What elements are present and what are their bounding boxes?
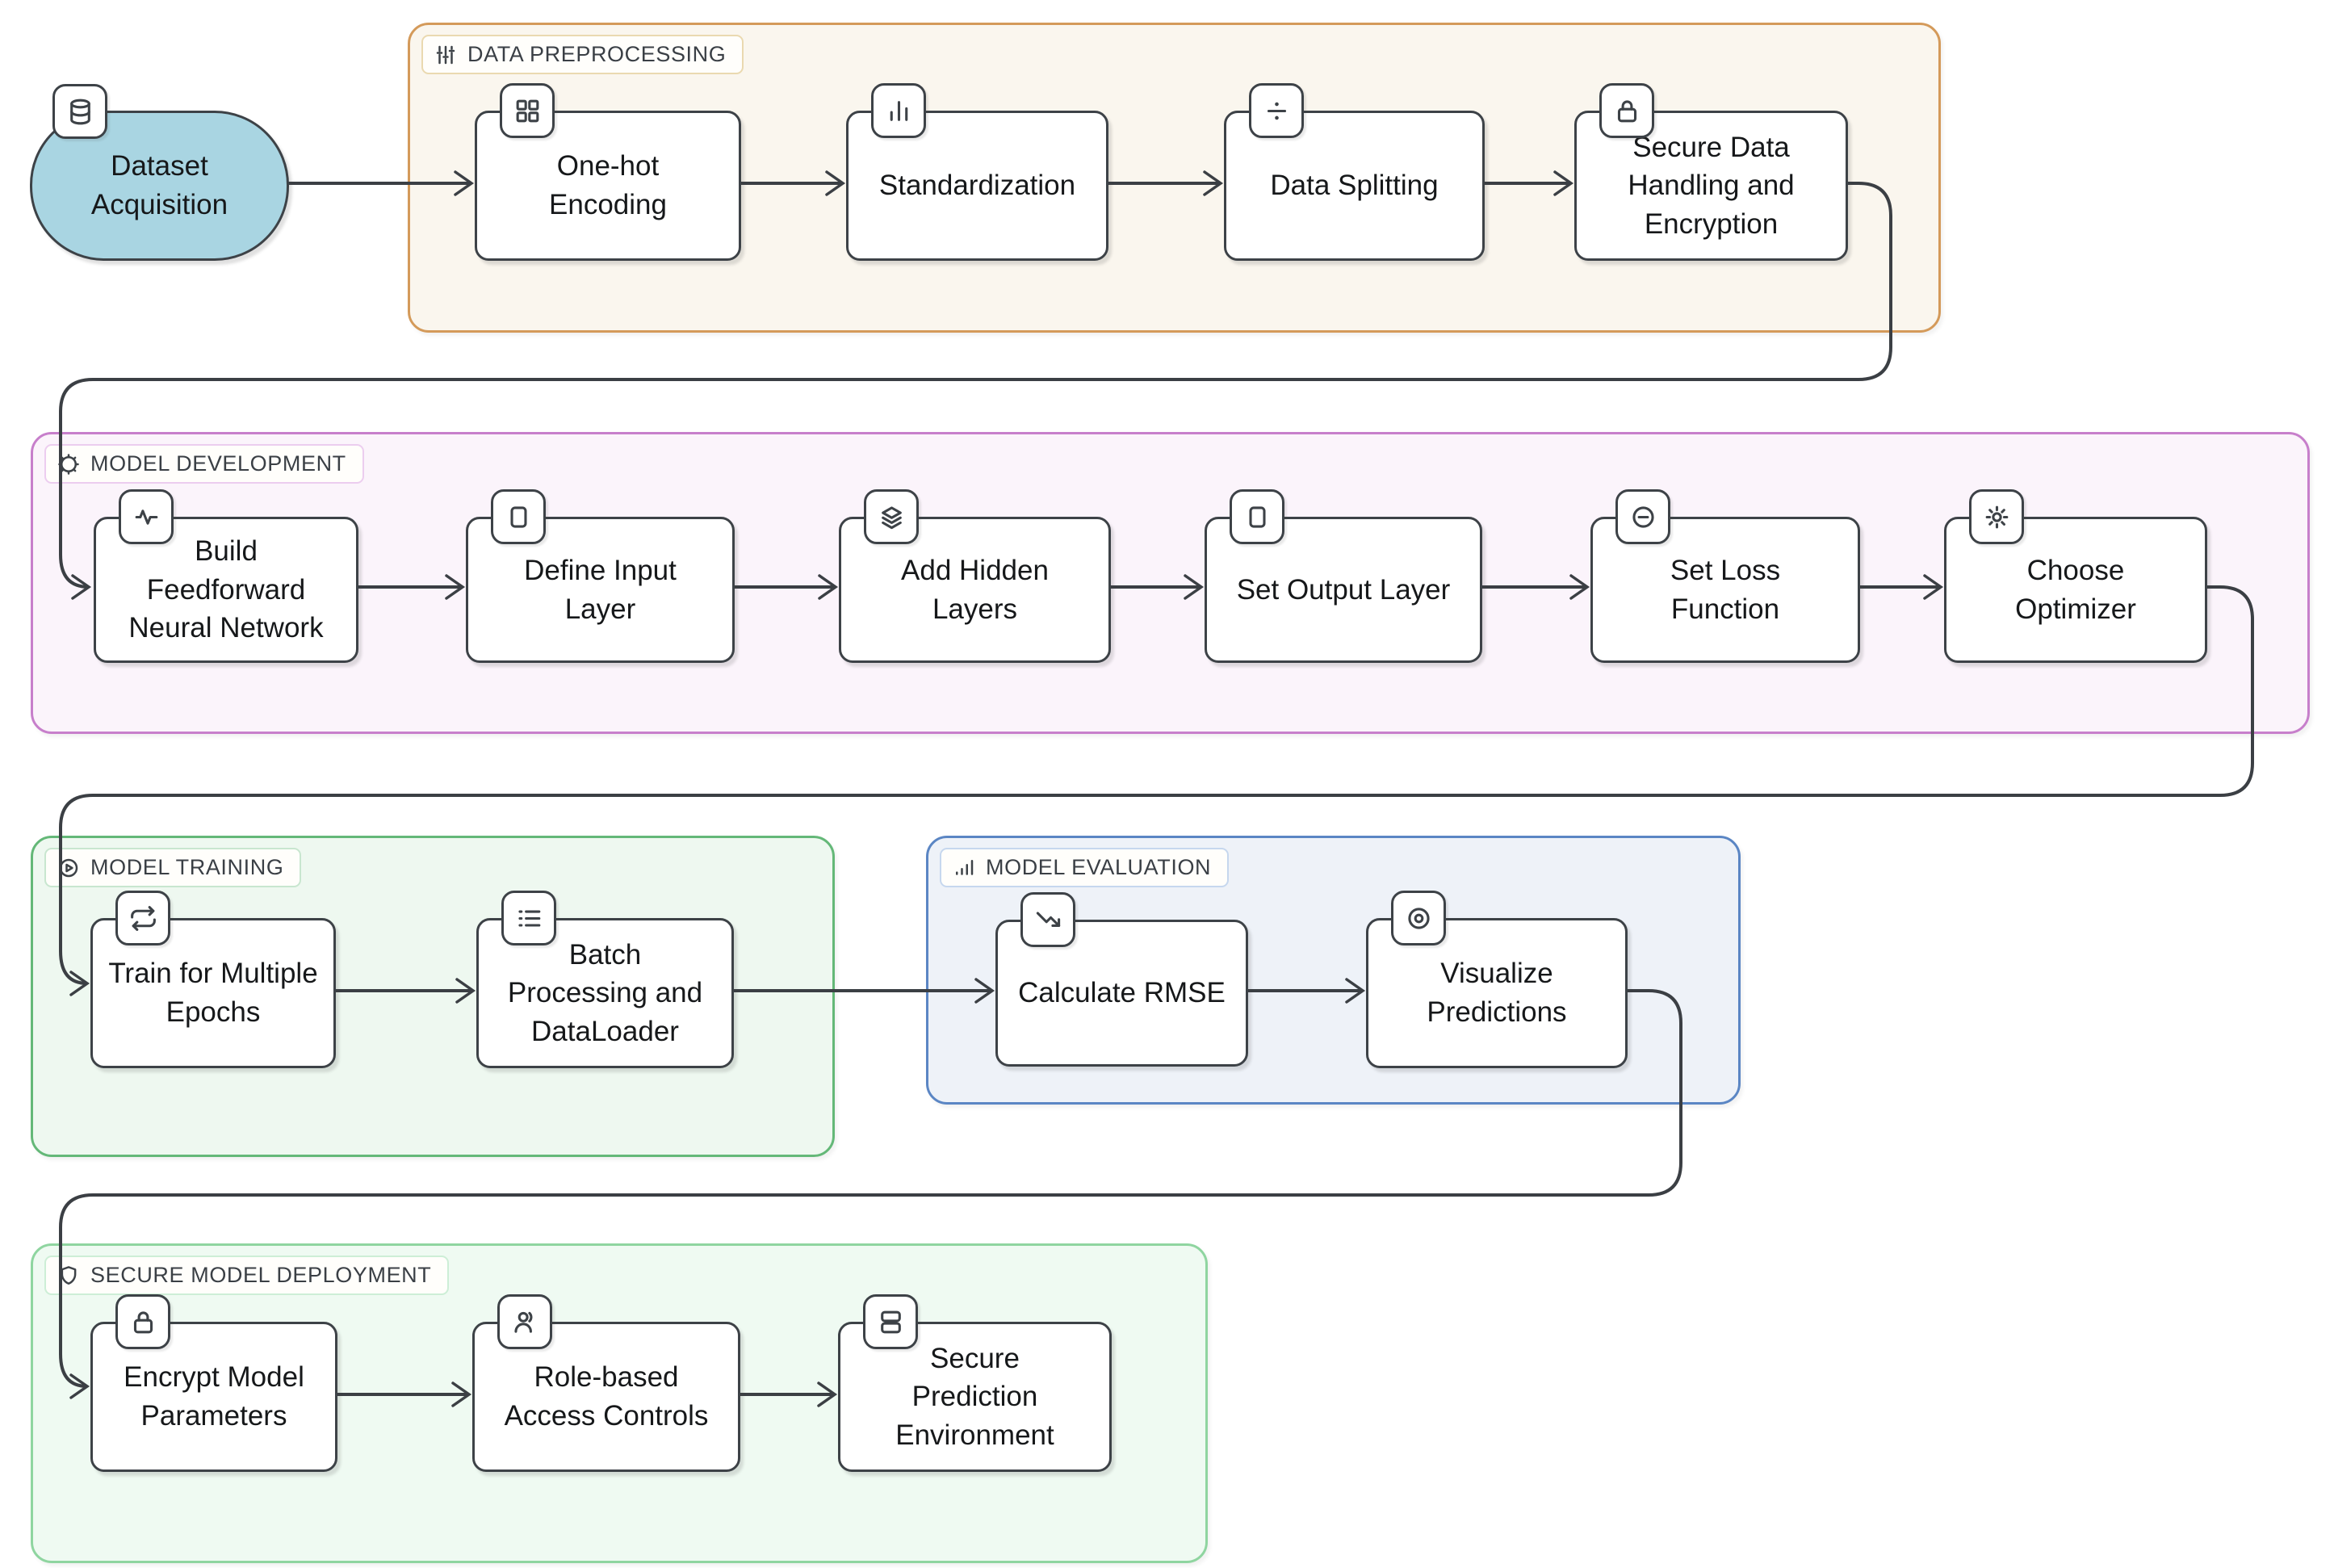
group-model-development: MODEL DEVELOPMENT bbox=[31, 432, 2310, 734]
node-set-output-layer: Set Output Layer bbox=[1205, 489, 1482, 663]
repeat-icon bbox=[115, 891, 170, 945]
node-label: Choose Optimizer bbox=[2015, 554, 2136, 625]
node-label: Train for Multiple Epochs bbox=[108, 958, 318, 1028]
node-add-hidden-layers: Add Hidden Layers bbox=[839, 489, 1111, 663]
node-visualize-predictions: Visualize Predictions bbox=[1366, 891, 1628, 1068]
sliders-icon bbox=[436, 45, 455, 64]
activity-icon bbox=[119, 489, 174, 544]
lock-icon bbox=[115, 1294, 170, 1349]
node-label: Set Output Layer bbox=[1236, 573, 1451, 606]
group-label: MODEL EVALUATION bbox=[986, 855, 1212, 879]
node-label: Secure Prediction Environment bbox=[895, 1342, 1054, 1451]
node-label: Dataset Acquisition bbox=[90, 150, 228, 220]
node-label: Add Hidden Layers bbox=[901, 554, 1049, 625]
node-label: Secure Data Handling and Encryption bbox=[1628, 131, 1795, 240]
edge bbox=[59, 182, 1892, 600]
edge bbox=[59, 989, 1682, 1399]
layers-icon bbox=[864, 489, 919, 544]
node-label: Visualize Predictions bbox=[1427, 958, 1567, 1028]
grid-icon bbox=[500, 83, 555, 138]
lock-icon bbox=[1599, 83, 1654, 138]
node-data-splitting: Data Splitting bbox=[1224, 83, 1485, 261]
square-icon bbox=[491, 489, 546, 544]
node-label: Define Input Layer bbox=[524, 554, 677, 625]
node-build-feedforward-nn: Build Feedforward Neural Network bbox=[94, 489, 358, 663]
node-calculate-rmse: Calculate RMSE bbox=[995, 892, 1248, 1067]
node-standardization: Standardization bbox=[846, 83, 1108, 261]
list-icon bbox=[501, 891, 556, 945]
group-label-chip: SECURE MODEL DEPLOYMENT bbox=[44, 1256, 450, 1295]
node-secure-data-handling: Secure Data Handling and Encryption bbox=[1574, 83, 1848, 261]
users-icon bbox=[497, 1294, 552, 1349]
start-node: Dataset Acquisition bbox=[30, 84, 289, 261]
node-define-input-layer: Define Input Layer bbox=[466, 489, 735, 663]
bar-chart-icon bbox=[956, 859, 974, 875]
database-icon bbox=[52, 84, 107, 139]
shield-icon bbox=[61, 1265, 77, 1285]
group-label-chip: MODEL DEVELOPMENT bbox=[44, 444, 364, 484]
group-label: DATA PREPROCESSING bbox=[467, 42, 727, 66]
node-train-for-multiple-epochs: Train for Multiple Epochs bbox=[90, 891, 336, 1068]
node-one-hot-encoding: One-hot Encoding bbox=[475, 83, 741, 261]
minus-circle-icon bbox=[1615, 489, 1670, 544]
group-label: SECURE MODEL DEPLOYMENT bbox=[90, 1263, 432, 1287]
node-label: Encrypt Model Parameters bbox=[124, 1361, 304, 1432]
trend-down-icon bbox=[1020, 892, 1075, 947]
node-role-based-access-controls: Role-based Access Controls bbox=[472, 1294, 740, 1472]
edge bbox=[59, 585, 2254, 996]
bar-chart-icon bbox=[871, 83, 926, 138]
node-secure-prediction-environment: Secure Prediction Environment bbox=[838, 1294, 1112, 1472]
node-label: Build Feedforward Neural Network bbox=[128, 535, 324, 644]
node-encrypt-model-parameters: Encrypt Model Parameters bbox=[90, 1294, 337, 1472]
node-label: Role-based Access Controls bbox=[504, 1361, 709, 1432]
node-label: Calculate RMSE bbox=[1018, 977, 1226, 1009]
server-icon bbox=[863, 1294, 918, 1349]
group-label-chip: MODEL TRAINING bbox=[44, 848, 302, 887]
eye-icon bbox=[1391, 891, 1446, 945]
node-label: Data Splitting bbox=[1270, 170, 1439, 202]
square-icon bbox=[1230, 489, 1284, 544]
node-label: One-hot Encoding bbox=[549, 150, 667, 220]
group-label-chip: DATA PREPROCESSING bbox=[421, 35, 744, 74]
node-label: Set Loss Function bbox=[1670, 554, 1781, 625]
group-label: MODEL TRAINING bbox=[90, 855, 284, 879]
gear-icon bbox=[1969, 489, 2024, 544]
node-choose-optimizer: Choose Optimizer bbox=[1944, 489, 2207, 663]
divide-icon bbox=[1249, 83, 1304, 138]
node-batch-processing-dataloader: Batch Processing and DataLoader bbox=[476, 891, 734, 1068]
node-set-loss-function: Set Loss Function bbox=[1590, 489, 1860, 663]
node-label: Standardization bbox=[878, 170, 1076, 202]
node-label: Batch Processing and DataLoader bbox=[507, 938, 703, 1047]
group-label-chip: MODEL EVALUATION bbox=[940, 848, 1230, 887]
group-label: MODEL DEVELOPMENT bbox=[90, 451, 346, 476]
